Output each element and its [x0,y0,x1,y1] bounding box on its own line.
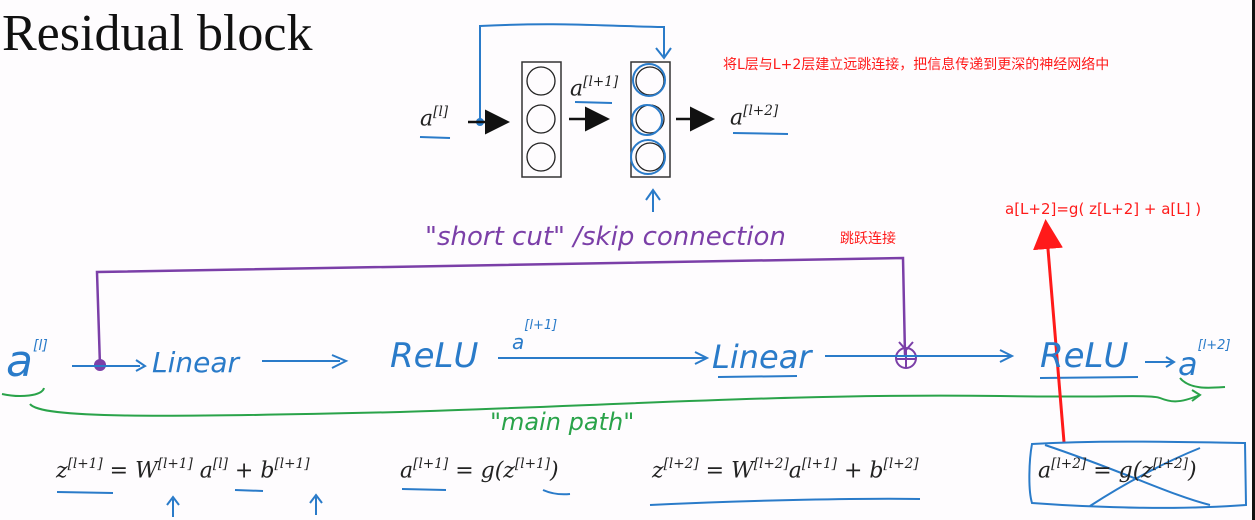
flow-step-relu-1: ReLU [390,336,479,376]
equation-a-l2-crossed: a[l+2] = g(z[l+2]) [1038,456,1197,484]
flow-mid-activation: a[l+1] [512,318,558,354]
flow-step-linear-2: Linear [712,338,812,376]
underline [1039,376,1139,379]
layer-1-box [521,61,562,178]
layer-2-box [630,61,671,178]
underline [732,132,789,135]
up-arrow-icon [309,493,323,515]
shortcut-label: "short cut" /skip connection [425,222,786,252]
formula-pointer-arrow [1033,219,1066,443]
underline [234,489,264,492]
underline [1179,377,1226,389]
middle-activation-label: a[l+1] [570,74,619,102]
flow-start-activation: a[l] [6,336,48,387]
underline [542,489,571,496]
cross-line [1044,444,1211,506]
page-title: Residual block [2,5,313,62]
main-path-arrowhead-icon [1191,389,1202,402]
main-flow-line [262,354,349,369]
flow-step-linear-1: Linear [152,346,240,379]
neuron [526,142,556,172]
main-path-line [29,394,1201,417]
main-path-bracket [1,387,45,397]
main-flow-line [825,349,1015,363]
crossed-out-box [1028,440,1248,509]
top-skip-arrowhead-icon [655,47,672,60]
main-path-label: "main path" [490,408,635,436]
flow-end-activation: a[l+2] [1178,338,1231,383]
top-skip-connection [479,23,665,122]
add-node-arrowhead-icon [898,341,914,352]
neuron [635,142,665,172]
underline [56,491,114,494]
input-activation-label: a[l] [420,104,449,132]
main-flow-line [72,359,147,372]
neuron [526,66,556,96]
flow-step-relu-2: ReLU [1040,336,1129,376]
underline [401,488,447,491]
output-activation-label: a[l+2] [730,103,779,131]
top-note: 将L层与L+2层建立远跳连接，把信息传递到更深的神经网络中 [723,57,1110,73]
formula-note: a[L+2]=g( z[L+2] + a[L] ) [1005,200,1202,218]
neuron-highlight [630,139,666,175]
neuron [526,104,556,134]
up-arrow-icon [166,495,180,517]
shortcut-path [95,256,907,367]
up-arrow-icon [645,188,661,212]
add-node-plus-icon [897,350,915,368]
equation-a-l1: a[l+1] = g(z[l+1]) [400,456,559,484]
neuron-highlight [631,104,663,136]
main-flow-line [498,351,710,365]
shortcut-note: 跳跃连接 [840,231,896,247]
underline [649,497,921,506]
underline [419,136,451,139]
underline [574,101,613,104]
cross-line [1089,447,1201,507]
neuron-highlight [632,63,666,97]
underline [717,375,798,378]
equation-z-l1: z[l+1] = W[l+1] a[l] + b[l+1] [56,456,310,484]
equation-z-l2: z[l+2] = W[l+2]a[l+1] + b[l+2] [652,456,919,484]
main-flow-line [1145,356,1176,368]
window-edge [1252,0,1255,520]
